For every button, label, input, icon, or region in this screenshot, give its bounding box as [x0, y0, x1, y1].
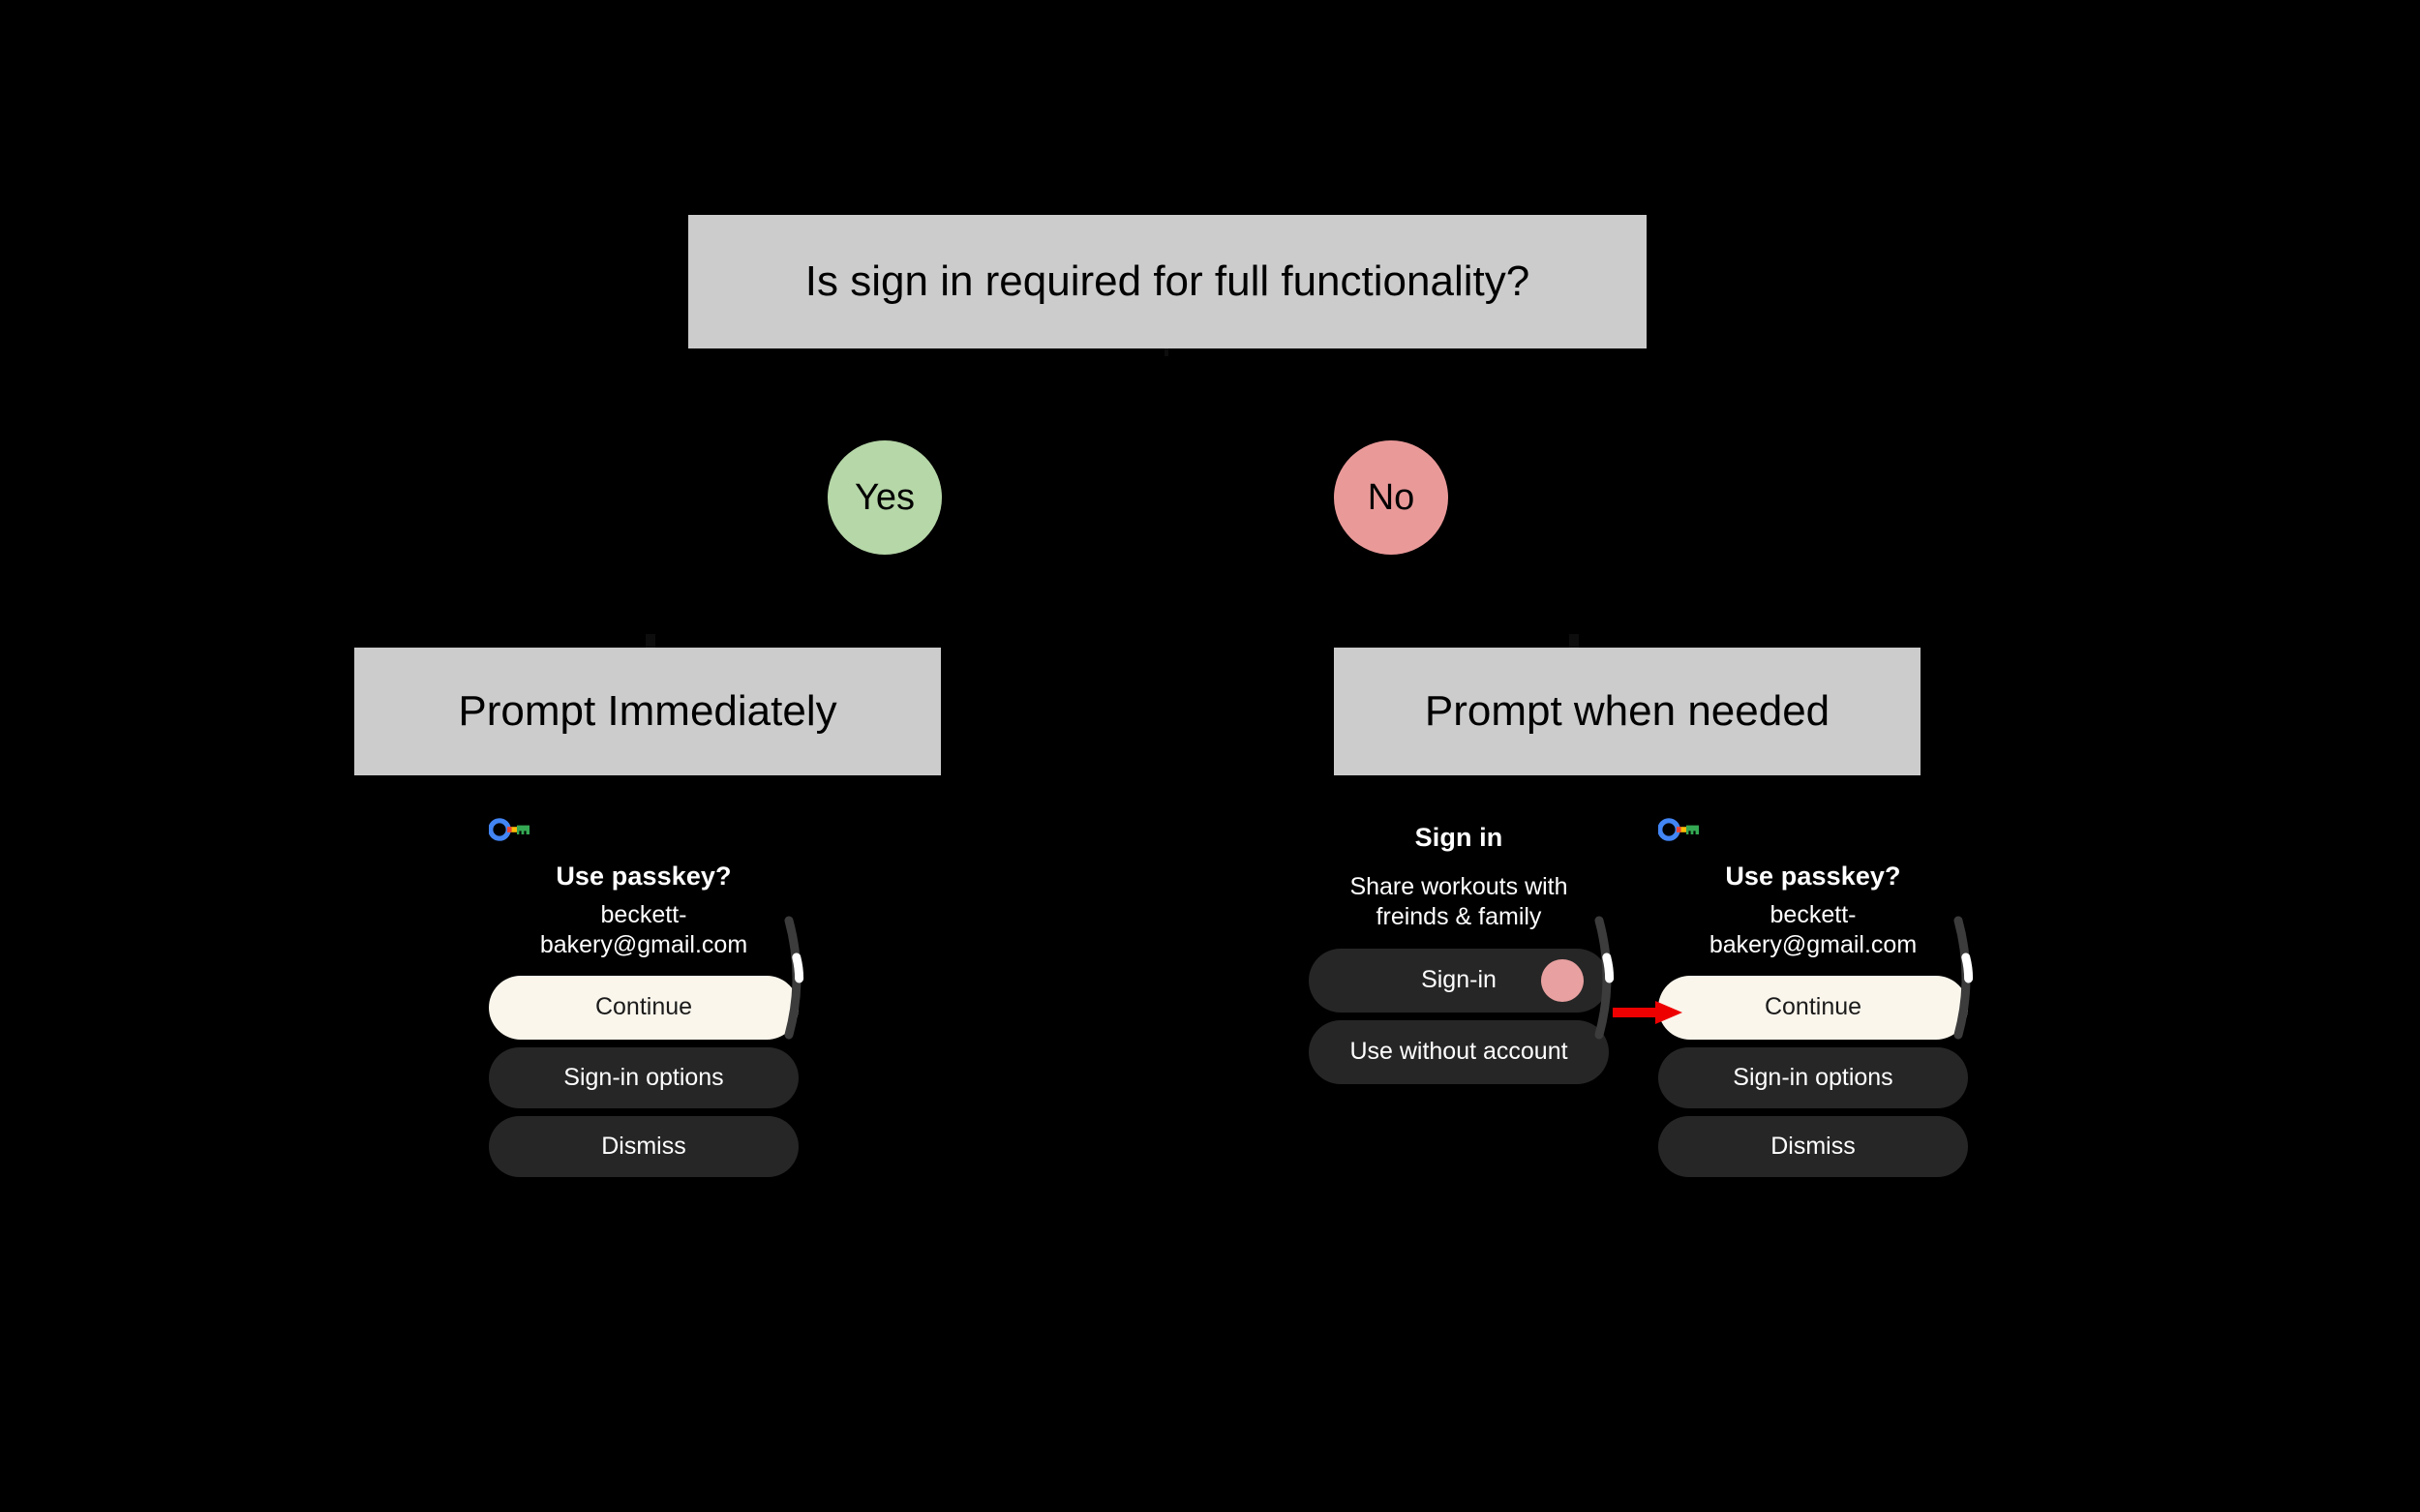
google-passkey-icon: [1657, 817, 1968, 847]
account-avatar-dot: [1541, 959, 1584, 1003]
sign-in-button[interactable]: Sign-in: [1309, 949, 1609, 1013]
dismiss-button[interactable]: Dismiss: [1658, 1116, 1968, 1178]
dismiss-button[interactable]: Dismiss: [489, 1116, 799, 1178]
watch-title: Use passkey?: [1725, 862, 1901, 891]
continue-button[interactable]: Continue: [1658, 976, 1968, 1041]
outcome-node-prompt-when-needed: Prompt when needed: [1334, 648, 1921, 775]
watch-title: Use passkey?: [556, 862, 732, 891]
sign-in-options-button[interactable]: Sign-in options: [1658, 1047, 1968, 1109]
sign-in-options-button[interactable]: Sign-in options: [489, 1047, 799, 1109]
watch-subtitle-account: beckett-bakery@gmail.com: [539, 901, 748, 958]
use-without-account-button[interactable]: Use without account: [1309, 1020, 1609, 1085]
watch-mockup-sign-in: Sign in Share workouts with freinds & fa…: [1309, 818, 1615, 1137]
google-passkey-icon: [488, 817, 799, 847]
connector-yes-to-left-outcome: [646, 634, 655, 650]
watch-subtitle-account: beckett-bakery@gmail.com: [1709, 901, 1918, 958]
decision-node: Is sign in required for full functionali…: [688, 215, 1647, 348]
continue-button[interactable]: Continue: [489, 976, 799, 1041]
signin-subtitle: Share workouts with freinds & family: [1349, 873, 1568, 930]
outcome-node-prompt-immediately: Prompt Immediately: [354, 648, 941, 775]
branch-badge-no: No: [1334, 440, 1448, 555]
watch-mockup-prompt-when-needed: Use passkey? beckett-bakery@gmail.com Co…: [1657, 813, 1974, 1316]
watch-mockup-prompt-immediately: Use passkey? beckett-bakery@gmail.com Co…: [488, 813, 804, 1316]
connector-no-to-right-outcome: [1569, 634, 1579, 650]
branch-badge-yes: Yes: [828, 440, 942, 555]
signin-title: Sign in: [1414, 823, 1503, 852]
sign-in-button-label: Sign-in: [1421, 966, 1497, 994]
